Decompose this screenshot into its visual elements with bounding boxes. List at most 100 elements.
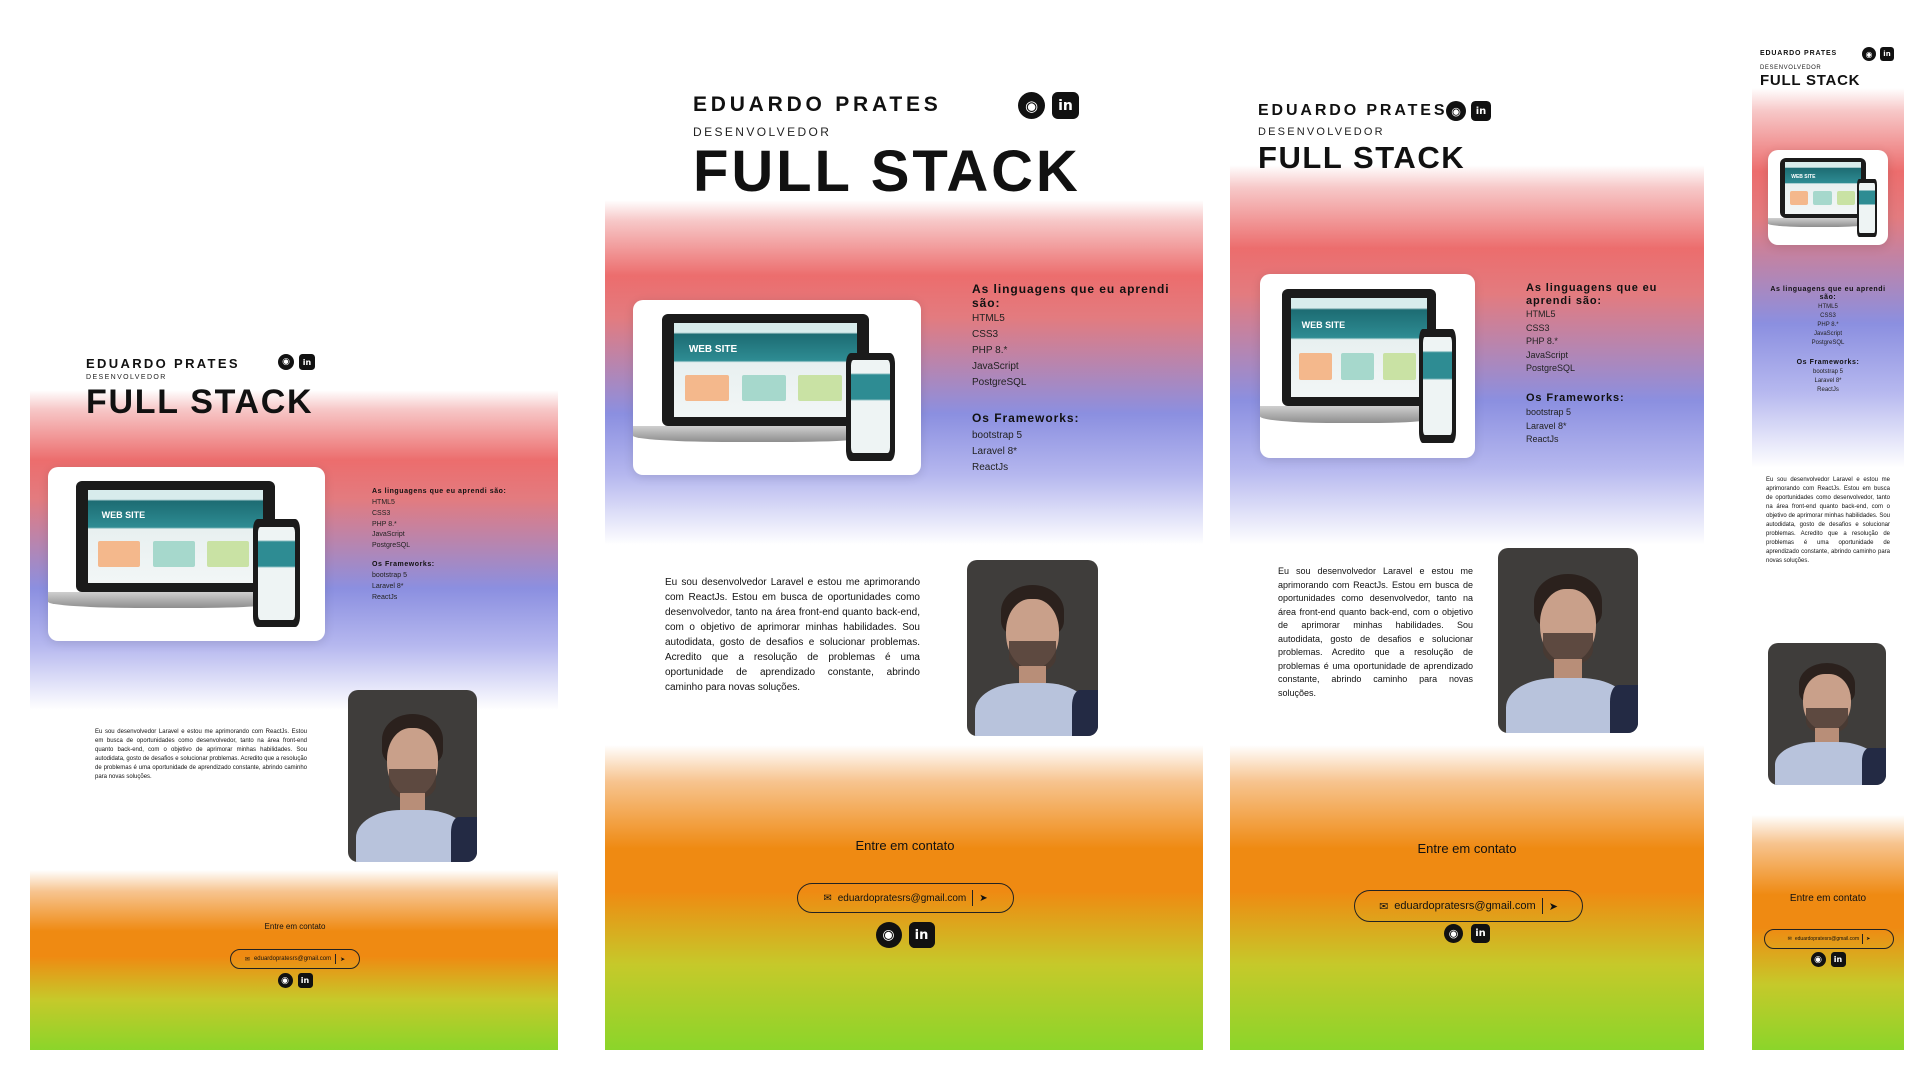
mail-icon: ✉ <box>823 892 832 904</box>
language-item: HTML5 <box>372 498 395 506</box>
mockup-hero-text: WEB SITE <box>101 510 146 521</box>
language-item: CSS3 <box>372 509 391 517</box>
send-icon: ➤ <box>1548 900 1558 913</box>
mockup-hero-text: WEB SITE <box>1301 319 1346 330</box>
website-mockup-image: WEB SITE <box>633 300 921 475</box>
email-button[interactable]: ✉ eduardopratesrs@gmail.com ➤ <box>1764 929 1894 949</box>
frameworks-title: Os Frameworks: <box>1526 391 1625 404</box>
header-stack: FULL STACK <box>1258 140 1466 175</box>
send-icon: ➤ <box>340 956 346 963</box>
language-item: PHP 8.* <box>972 344 1008 356</box>
email-button[interactable]: ✉ eduardopratesrs@gmail.com ➤ <box>797 883 1014 913</box>
about-text: Eu sou desenvolvedor Laravel e estou me … <box>665 577 920 693</box>
language-item: PostgreSQL <box>372 542 411 550</box>
linkedin-icon[interactable]: in <box>1830 952 1846 967</box>
header-role: DESENVOLVEDOR <box>86 374 167 381</box>
contact-title: Entre em contato <box>855 838 955 853</box>
github-icon[interactable]: ◉ <box>1862 47 1876 61</box>
header-social-icons: ◉ in <box>1018 92 1079 119</box>
mail-icon: ✉ <box>1787 936 1792 942</box>
about-text: Eu sou desenvolvedor Laravel e estou me … <box>95 729 307 780</box>
framework-item: bootstrap 5 <box>972 429 1023 441</box>
linkedin-icon[interactable]: in <box>1880 47 1894 61</box>
contact-social-icons: ◉ in <box>785 922 1025 948</box>
languages-title: As linguagens que eu aprendi são: <box>372 488 507 495</box>
mockup-hero-text: WEB SITE <box>1791 173 1816 180</box>
email-text: eduardopratesrs@gmail.com <box>253 956 332 962</box>
language-item: HTML5 <box>1818 303 1838 310</box>
email-text: eduardopratesrs@gmail.com <box>837 892 967 904</box>
framework-item: ReactJs <box>1817 387 1839 394</box>
framework-item: ReactJs <box>372 593 398 601</box>
header-role: DESENVOLVEDOR <box>1258 126 1385 138</box>
github-icon[interactable]: ◉ <box>875 922 902 948</box>
framework-item: Laravel 8* <box>972 445 1018 457</box>
framework-item: Laravel 8* <box>372 582 404 590</box>
framework-item: bootstrap 5 <box>1812 369 1844 376</box>
framework-item: Laravel 8* <box>1526 420 1567 431</box>
header-social-icons: ◉ in <box>1446 101 1491 121</box>
email-button[interactable]: ✉ eduardopratesrs@gmail.com ➤ <box>230 949 360 969</box>
mockup-hero-text: WEB SITE <box>688 343 738 355</box>
frameworks-title: Os Frameworks: <box>972 410 1080 425</box>
profile-photo <box>1498 548 1638 733</box>
github-icon[interactable]: ◉ <box>1446 101 1466 121</box>
language-item: CSS3 <box>1820 312 1836 319</box>
laptop-illustration: WEB SITE <box>1780 157 1867 219</box>
skills-section: As linguagens que eu aprendi são: HTML5 … <box>972 282 1172 476</box>
phone-illustration <box>846 352 896 461</box>
website-mockup-image: WEB SITE <box>1260 274 1475 458</box>
linkedin-icon[interactable]: in <box>1471 924 1490 943</box>
laptop-illustration: WEB SITE <box>1281 288 1437 407</box>
language-item: PostgreSQL <box>1526 363 1576 374</box>
linkedin-icon[interactable]: in <box>908 922 935 948</box>
contact-social-icons: ◉ in <box>1347 924 1587 943</box>
languages-title: As linguagens que eu aprendi são: <box>1770 286 1886 302</box>
github-icon[interactable]: ◉ <box>1018 92 1045 119</box>
preview-desktop-large: EDUARDO PRATES DESENVOLVEDOR FULL STACK … <box>605 0 1203 1050</box>
email-text: eduardopratesrs@gmail.com <box>1394 900 1536 912</box>
contact-social-icons: ◉ in <box>1758 952 1898 967</box>
phone-illustration <box>252 519 301 628</box>
mail-icon: ✉ <box>244 956 250 963</box>
language-item: PostgreSQL <box>972 376 1027 388</box>
language-item: PHP 8.* <box>1526 336 1558 347</box>
github-icon[interactable]: ◉ <box>1444 924 1463 943</box>
language-item: PHP 8.* <box>1817 321 1839 328</box>
github-icon[interactable]: ◉ <box>277 973 293 988</box>
about-text: Eu sou desenvolvedor Laravel e estou me … <box>1278 566 1473 698</box>
skills-section: As linguagens que eu aprendi são: HTML5 … <box>372 487 542 603</box>
email-button[interactable]: ✉ eduardopratesrs@gmail.com ➤ <box>1354 890 1583 922</box>
language-item: JavaScript <box>972 360 1019 372</box>
phone-illustration <box>1856 178 1878 238</box>
contact-title: Entre em contato <box>1789 893 1867 904</box>
languages-title: As linguagens que eu aprendi são: <box>1526 282 1658 308</box>
header-stack: FULL STACK <box>86 383 314 421</box>
language-item: CSS3 <box>972 328 999 340</box>
header-stack: FULL STACK <box>1760 72 1861 89</box>
language-item: PostgreSQL <box>1811 339 1845 346</box>
linkedin-icon[interactable]: in <box>1471 101 1491 121</box>
laptop-illustration: WEB SITE <box>661 314 870 426</box>
linkedin-icon[interactable]: in <box>1052 92 1079 119</box>
header-stack: FULL STACK <box>693 139 1081 204</box>
header-name: EDUARDO PRATES <box>693 93 942 116</box>
github-icon[interactable]: ◉ <box>1810 952 1826 967</box>
linkedin-icon[interactable]: in <box>299 354 315 370</box>
header-social-icons: ◉ in <box>278 354 315 370</box>
language-item: JavaScript <box>1813 330 1842 337</box>
language-item: JavaScript <box>372 531 405 539</box>
language-item: HTML5 <box>972 312 1005 324</box>
framework-item: bootstrap 5 <box>372 571 408 579</box>
preview-mobile: EDUARDO PRATES DESENVOLVEDOR FULL STACK … <box>1752 0 1904 1050</box>
github-icon[interactable]: ◉ <box>278 354 294 370</box>
contact-title: Entre em contato <box>264 922 326 931</box>
framework-item: bootstrap 5 <box>1526 407 1572 418</box>
skills-section: As linguagens que eu aprendi são: HTML5 … <box>1526 282 1686 447</box>
mail-icon: ✉ <box>1379 900 1389 913</box>
skills-section: As linguagens que eu aprendi são: HTML5 … <box>1768 286 1888 395</box>
linkedin-icon[interactable]: in <box>297 973 313 988</box>
about-text: Eu sou desenvolvedor Laravel e estou me … <box>1766 477 1890 564</box>
preview-tablet: EDUARDO PRATES DESENVOLVEDOR FULL STACK … <box>1230 0 1704 1050</box>
email-text: eduardopratesrs@gmail.com <box>1794 936 1860 942</box>
